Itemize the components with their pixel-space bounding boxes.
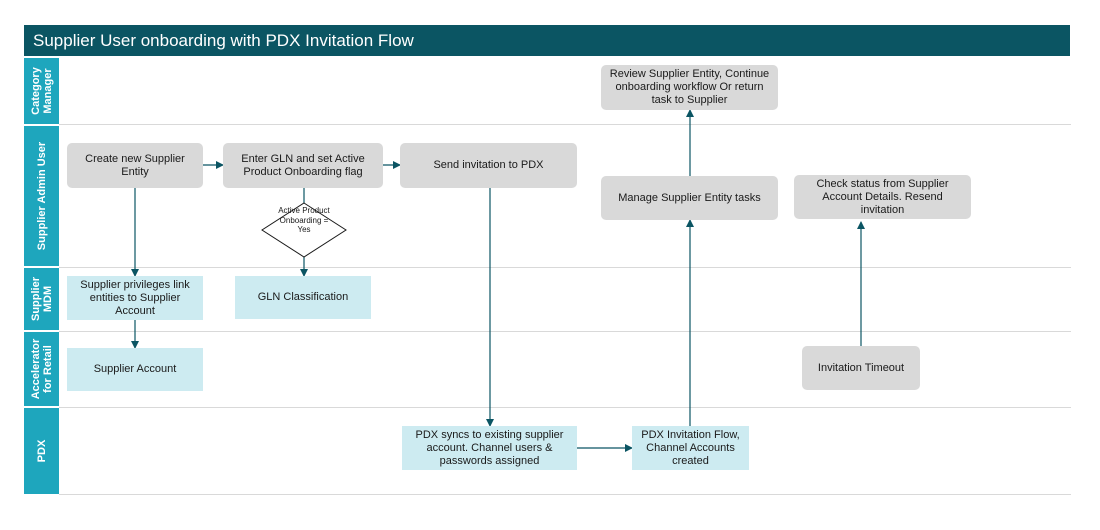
lane-supplier-admin-user: Supplier Admin User: [24, 126, 59, 266]
invitation-timeout-node: Invitation Timeout: [802, 346, 920, 390]
lane-divider: [59, 494, 1071, 495]
diagram-title: Supplier User onboarding with PDX Invita…: [24, 25, 1070, 56]
pdx-invitation-flow-node: PDX Invitation Flow, Channel Accounts cr…: [632, 426, 749, 470]
lane-pdx: PDX: [24, 408, 59, 494]
pdx-syncs-node: PDX syncs to existing supplier account. …: [402, 426, 577, 470]
lane-supplier-mdm: Supplier MDM: [24, 268, 59, 330]
enter-gln-node: Enter GLN and set Active Product Onboard…: [223, 143, 383, 188]
review-supplier-entity-node: Review Supplier Entity, Continue onboard…: [601, 65, 778, 110]
manage-supplier-tasks-node: Manage Supplier Entity tasks: [601, 176, 778, 220]
supplier-account-node: Supplier Account: [67, 348, 203, 391]
gln-classification-node: GLN Classification: [235, 276, 371, 319]
supplier-privileges-node: Supplier privileges link entities to Sup…: [67, 276, 203, 320]
create-supplier-entity-node: Create new Supplier Entity: [67, 143, 203, 188]
send-invitation-node: Send invitation to PDX: [400, 143, 577, 188]
lane-category-manager: Category Manager: [24, 58, 59, 124]
lane-divider: [59, 267, 1071, 268]
lane-accelerator-for-retail: Accelerator for Retail: [24, 332, 59, 406]
lane-divider: [59, 407, 1071, 408]
decision-diamond: [261, 202, 347, 258]
decision-label: Active Product Onboarding = Yes: [278, 206, 330, 234]
lane-divider: [59, 124, 1071, 125]
lane-divider: [59, 331, 1071, 332]
check-status-node: Check status from Supplier Account Detai…: [794, 175, 971, 219]
